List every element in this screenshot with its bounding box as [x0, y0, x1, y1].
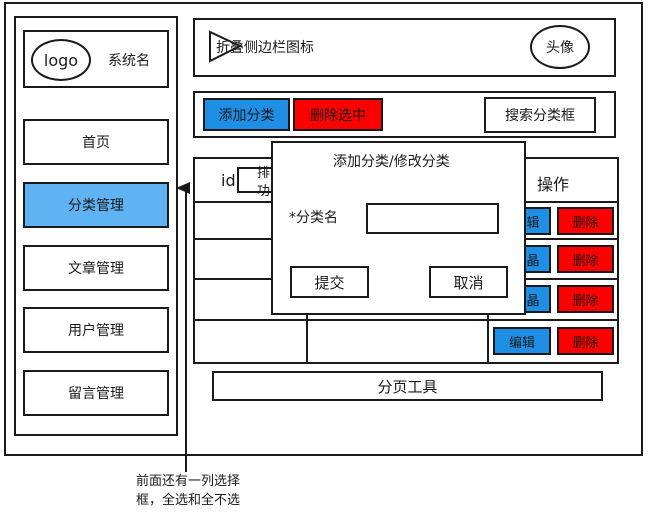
delete-button[interactable]: 删除 — [557, 285, 614, 313]
delete-selected-button[interactable]: 删除选中 — [293, 98, 383, 131]
edit-label: 晶 — [526, 293, 540, 309]
column-header-id: id — [221, 171, 236, 190]
delete-label: 删除 — [572, 215, 599, 231]
edit-label: 晶 — [526, 253, 540, 269]
table-row-divider — [193, 319, 619, 321]
avatar-label: 头像 — [546, 40, 574, 56]
category-name-label: *分类名 — [289, 210, 338, 226]
delete-label: 删除 — [572, 293, 599, 309]
sidebar-item-label: 留言管理 — [68, 386, 124, 402]
delete-label: 删除 — [572, 335, 599, 351]
edit-label: 辑 — [526, 215, 540, 231]
delete-label: 删除 — [572, 253, 599, 269]
pagination-label: 分页工具 — [377, 377, 438, 396]
category-name-input[interactable] — [366, 203, 499, 234]
sidebar-item-home[interactable]: 首页 — [23, 119, 169, 165]
column-header-sort — [237, 167, 277, 193]
sidebar-item-label: 首页 — [82, 135, 110, 151]
pagination-toolbar[interactable]: 分页工具 — [212, 371, 603, 401]
avatar[interactable]: 头像 — [530, 25, 590, 69]
edit-label: 编辑 — [508, 335, 535, 351]
submit-label: 提交 — [314, 273, 345, 292]
delete-button[interactable]: 删除 — [557, 207, 614, 235]
column-header-sort-text: 排 — [257, 166, 271, 181]
sidebar-item-label: 文章管理 — [68, 261, 124, 277]
cancel-button[interactable]: 取消 — [429, 266, 508, 298]
submit-button[interactable]: 提交 — [290, 266, 369, 298]
column-header-operations: 操作 — [537, 175, 570, 194]
search-category-label: 搜索分类框 — [505, 108, 575, 124]
sidebar-item-label: 用户管理 — [68, 323, 124, 339]
delete-button[interactable]: 删除 — [557, 327, 614, 355]
search-category-input[interactable]: 搜索分类框 — [484, 97, 596, 133]
delete-selected-label: 删除选中 — [310, 107, 366, 124]
edit-button[interactable]: 编辑 — [493, 327, 551, 355]
logo: logo — [31, 39, 91, 81]
sidebar-item-articles[interactable]: 文章管理 — [23, 245, 169, 291]
collapse-sidebar-icon[interactable] — [208, 30, 242, 64]
annotation-note: 前面还有一列选择框，全选和全不选 — [135, 474, 240, 508]
sidebar-item-messages[interactable]: 留言管理 — [23, 370, 169, 416]
modal-title: 添加分类/修改分类 — [333, 154, 450, 170]
system-name: 系统名 — [108, 53, 150, 69]
column-header-sort-text: 功 — [257, 184, 271, 199]
annotation-arrow-icon — [176, 182, 190, 472]
cancel-label: 取消 — [453, 273, 484, 292]
add-category-button[interactable]: 添加分类 — [203, 98, 290, 131]
add-category-label: 添加分类 — [218, 107, 275, 124]
logo-text: logo — [43, 50, 79, 70]
delete-button[interactable]: 删除 — [557, 245, 614, 273]
sidebar-item-users[interactable]: 用户管理 — [23, 307, 169, 353]
collapse-sidebar-label: 折叠侧边栏图标 — [216, 40, 314, 56]
sidebar-item-label: 分类管理 — [68, 198, 124, 214]
sidebar-item-category[interactable]: 分类管理 — [23, 182, 169, 228]
